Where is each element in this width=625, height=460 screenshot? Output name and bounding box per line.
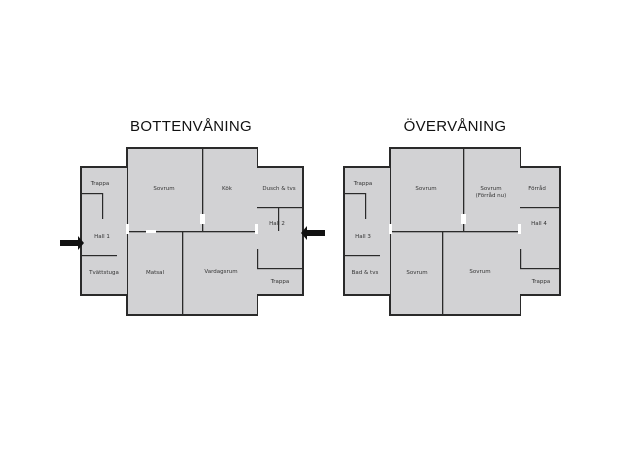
room-label: Kök — [222, 186, 233, 192]
room-label: Hall 4 — [531, 221, 547, 227]
room-label: Vardagsrum — [204, 269, 237, 275]
room-label: Hall 2 — [269, 221, 285, 227]
room-label: Bad & tvs — [352, 270, 379, 276]
room-label: Hall 1 — [94, 234, 110, 240]
room-label: Sovrum — [406, 270, 427, 276]
room-label: Förråd — [528, 185, 546, 192]
ground-west-entrance-arrow — [60, 236, 84, 250]
room-label: (Förråd nu) — [476, 192, 507, 199]
room-label: Sovrum — [469, 269, 490, 275]
plan-title-upper-floor: ÖVERVÅNING — [403, 118, 507, 135]
room-label: Dusch & tvs — [262, 186, 295, 192]
room-label: Sovrum — [480, 186, 501, 192]
upper-floor-plan: Trappa Sovrum Sovrum (Förråd nu) Förråd … — [343, 147, 561, 316]
room-label: Matsal — [146, 270, 165, 276]
plan-title-ground-floor: BOTTENVÅNING — [130, 118, 252, 135]
room-label: Trappa — [270, 279, 290, 285]
room-label: Hall 3 — [355, 234, 371, 240]
room-label: Sovrum — [153, 186, 174, 192]
room-label: Trappa — [90, 181, 110, 187]
room-label: Sovrum — [415, 186, 436, 192]
ground-east-entrance-arrow — [301, 226, 325, 240]
room-label: Tvättstuga — [88, 270, 119, 276]
room-label: Trappa — [353, 181, 373, 187]
room-label: Trappa — [531, 279, 551, 285]
ground-floor-plan: Trappa Sovrum Kök Dusch & tvs Hall 1 Hal… — [60, 147, 325, 316]
